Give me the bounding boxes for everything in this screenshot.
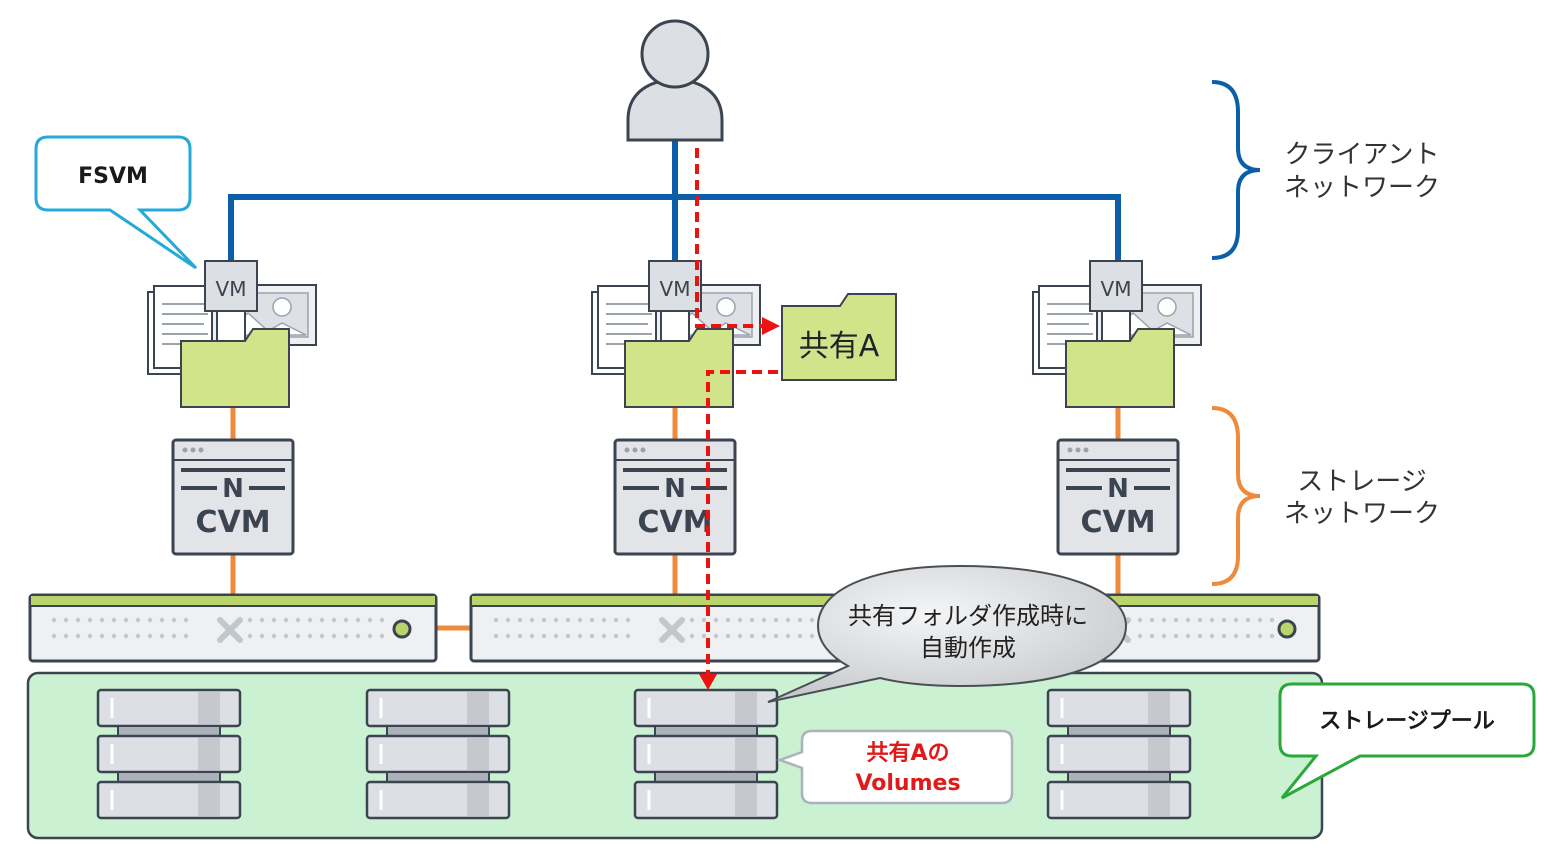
user-icon bbox=[626, 19, 724, 142]
power-led-icon bbox=[392, 619, 412, 639]
client-network-lines bbox=[228, 140, 1121, 262]
storage-pool-callout: ストレージプール bbox=[1278, 682, 1536, 800]
client-network-label-line2: ネットワーク bbox=[1284, 173, 1440, 203]
volumes-callout: 共有Aの Volumes bbox=[776, 729, 1014, 805]
vm-label: VM bbox=[660, 277, 691, 301]
folder-icon bbox=[180, 328, 290, 408]
client-network-brace bbox=[1211, 80, 1261, 260]
nutanix-node-1 bbox=[28, 593, 438, 663]
cvm-label: CVM bbox=[637, 505, 712, 540]
auto-create-callout: 共有フォルダ作成時に 自動作成 bbox=[767, 564, 1128, 703]
auto-create-label-line1: 共有フォルダ作成時に bbox=[848, 602, 1088, 630]
fsvm-label: FSVM bbox=[78, 164, 148, 189]
cvm-label: CVM bbox=[195, 505, 270, 540]
fsvm-group-2: VM bbox=[591, 260, 761, 408]
power-led-icon bbox=[1277, 619, 1297, 639]
folder-icon bbox=[1065, 328, 1175, 408]
arrowhead-icon bbox=[699, 674, 717, 690]
cvm-icon: N CVM bbox=[613, 438, 737, 556]
storage-network-label-line2: ネットワーク bbox=[1284, 499, 1440, 529]
fsvm-callout: FSVM bbox=[34, 135, 198, 270]
share-folder-a: 共有A bbox=[781, 293, 897, 381]
cvm-icon: N CVM bbox=[1056, 438, 1180, 556]
nutanix-x-icon bbox=[217, 617, 243, 643]
disk-stack-icon bbox=[96, 688, 242, 820]
disk-stack-icon bbox=[1046, 688, 1192, 820]
share-creation-flow-arrow bbox=[695, 148, 778, 676]
cvm-label: CVM bbox=[1080, 505, 1155, 540]
disk-stack-icon bbox=[365, 688, 511, 820]
volumes-label-line1: 共有Aの bbox=[866, 740, 949, 766]
cvm-logo-letter: N bbox=[222, 474, 244, 504]
cvm-logo-letter: N bbox=[664, 474, 686, 504]
arrowhead-icon bbox=[762, 317, 780, 335]
client-network-label-line1: クライアント bbox=[1285, 140, 1440, 170]
fsvm-group-3: VM bbox=[1032, 260, 1202, 408]
cvm-icon: N CVM bbox=[171, 438, 295, 556]
vm-label: VM bbox=[216, 277, 247, 301]
fsvm-group-1: VM bbox=[147, 260, 317, 408]
vm-label: VM bbox=[1101, 277, 1132, 301]
nutanix-x-icon bbox=[659, 617, 685, 643]
storage-pool-label: ストレージプール bbox=[1319, 709, 1495, 734]
folder-icon bbox=[781, 293, 897, 381]
storage-network-brace bbox=[1211, 406, 1261, 586]
volumes-label-line2: Volumes bbox=[855, 771, 960, 796]
share-folder-label: 共有A bbox=[799, 329, 880, 364]
folder-icon bbox=[624, 328, 734, 408]
cvm-logo-letter: N bbox=[1107, 474, 1129, 504]
auto-create-label-line2: 自動作成 bbox=[920, 634, 1016, 662]
storage-network-lines bbox=[230, 408, 1121, 631]
storage-network-label-line1: ストレージ bbox=[1297, 467, 1426, 497]
disk-stack-icon bbox=[633, 688, 779, 820]
